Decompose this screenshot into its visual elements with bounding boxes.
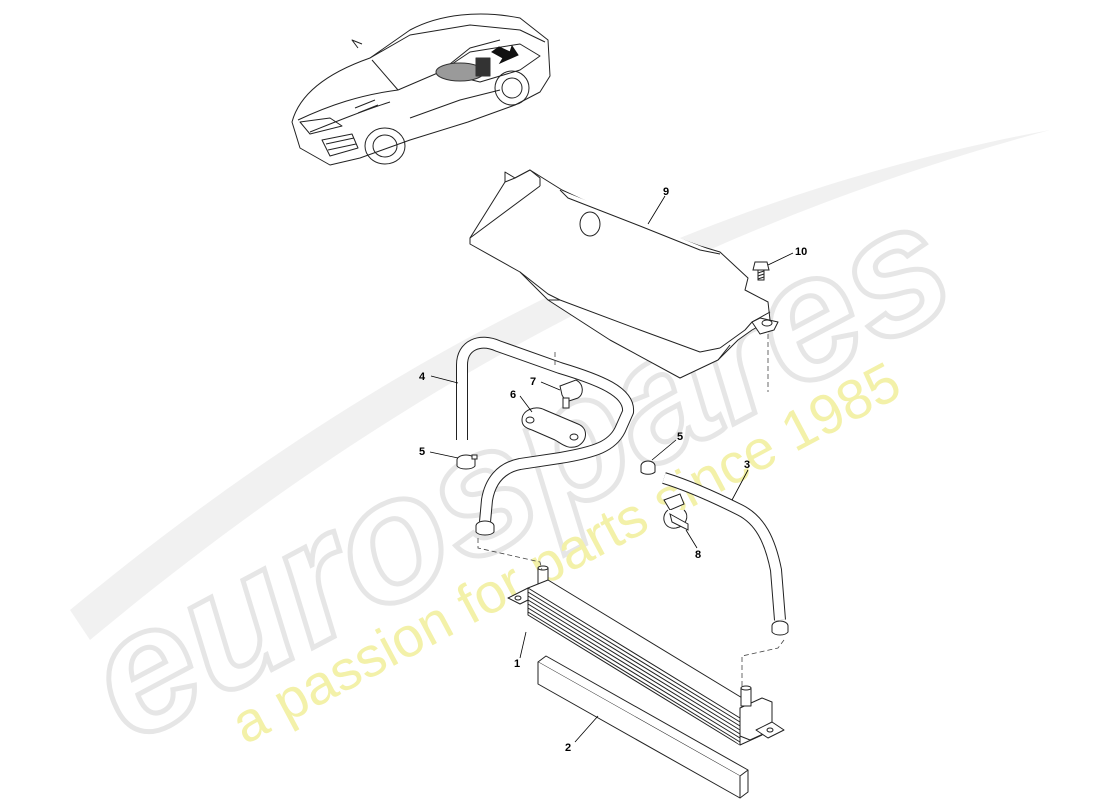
part-10-bolt — [752, 261, 770, 281]
callout-10: 10 — [795, 246, 807, 258]
car-thumbnail-icon — [291, 13, 551, 166]
callout-4: 4 — [419, 371, 426, 383]
part-7-clip — [559, 379, 583, 409]
part-5-clamp-right — [640, 460, 656, 475]
part-5-clamp-bottom — [475, 520, 495, 536]
part-6-bracket — [521, 407, 586, 448]
leader-lines — [429, 195, 794, 743]
callout-2: 2 — [565, 742, 571, 754]
callout-8: 8 — [695, 549, 701, 561]
callout-labels: 1 2 3 4 5 5 6 7 8 9 10 — [419, 186, 807, 754]
assembly-dashed-lines — [477, 334, 785, 686]
part-4-hose — [456, 336, 634, 523]
part-5-clamp-lower-right — [771, 620, 789, 636]
callout-1: 1 — [514, 658, 520, 670]
part-5-clamp-left — [456, 454, 478, 470]
location-arrow-icon — [491, 44, 519, 65]
callout-6: 6 — [510, 389, 516, 401]
part-9-shield — [469, 169, 779, 379]
callout-5a: 5 — [419, 446, 425, 458]
callout-7: 7 — [530, 376, 536, 388]
callout-9: 9 — [663, 186, 669, 198]
part-8-clip — [663, 493, 689, 531]
callout-5b: 5 — [677, 431, 683, 443]
part-3-hose — [662, 472, 786, 621]
callout-3: 3 — [744, 459, 750, 471]
part-2-foam-seal — [537, 655, 749, 799]
part-1-oil-cooler — [507, 565, 785, 746]
